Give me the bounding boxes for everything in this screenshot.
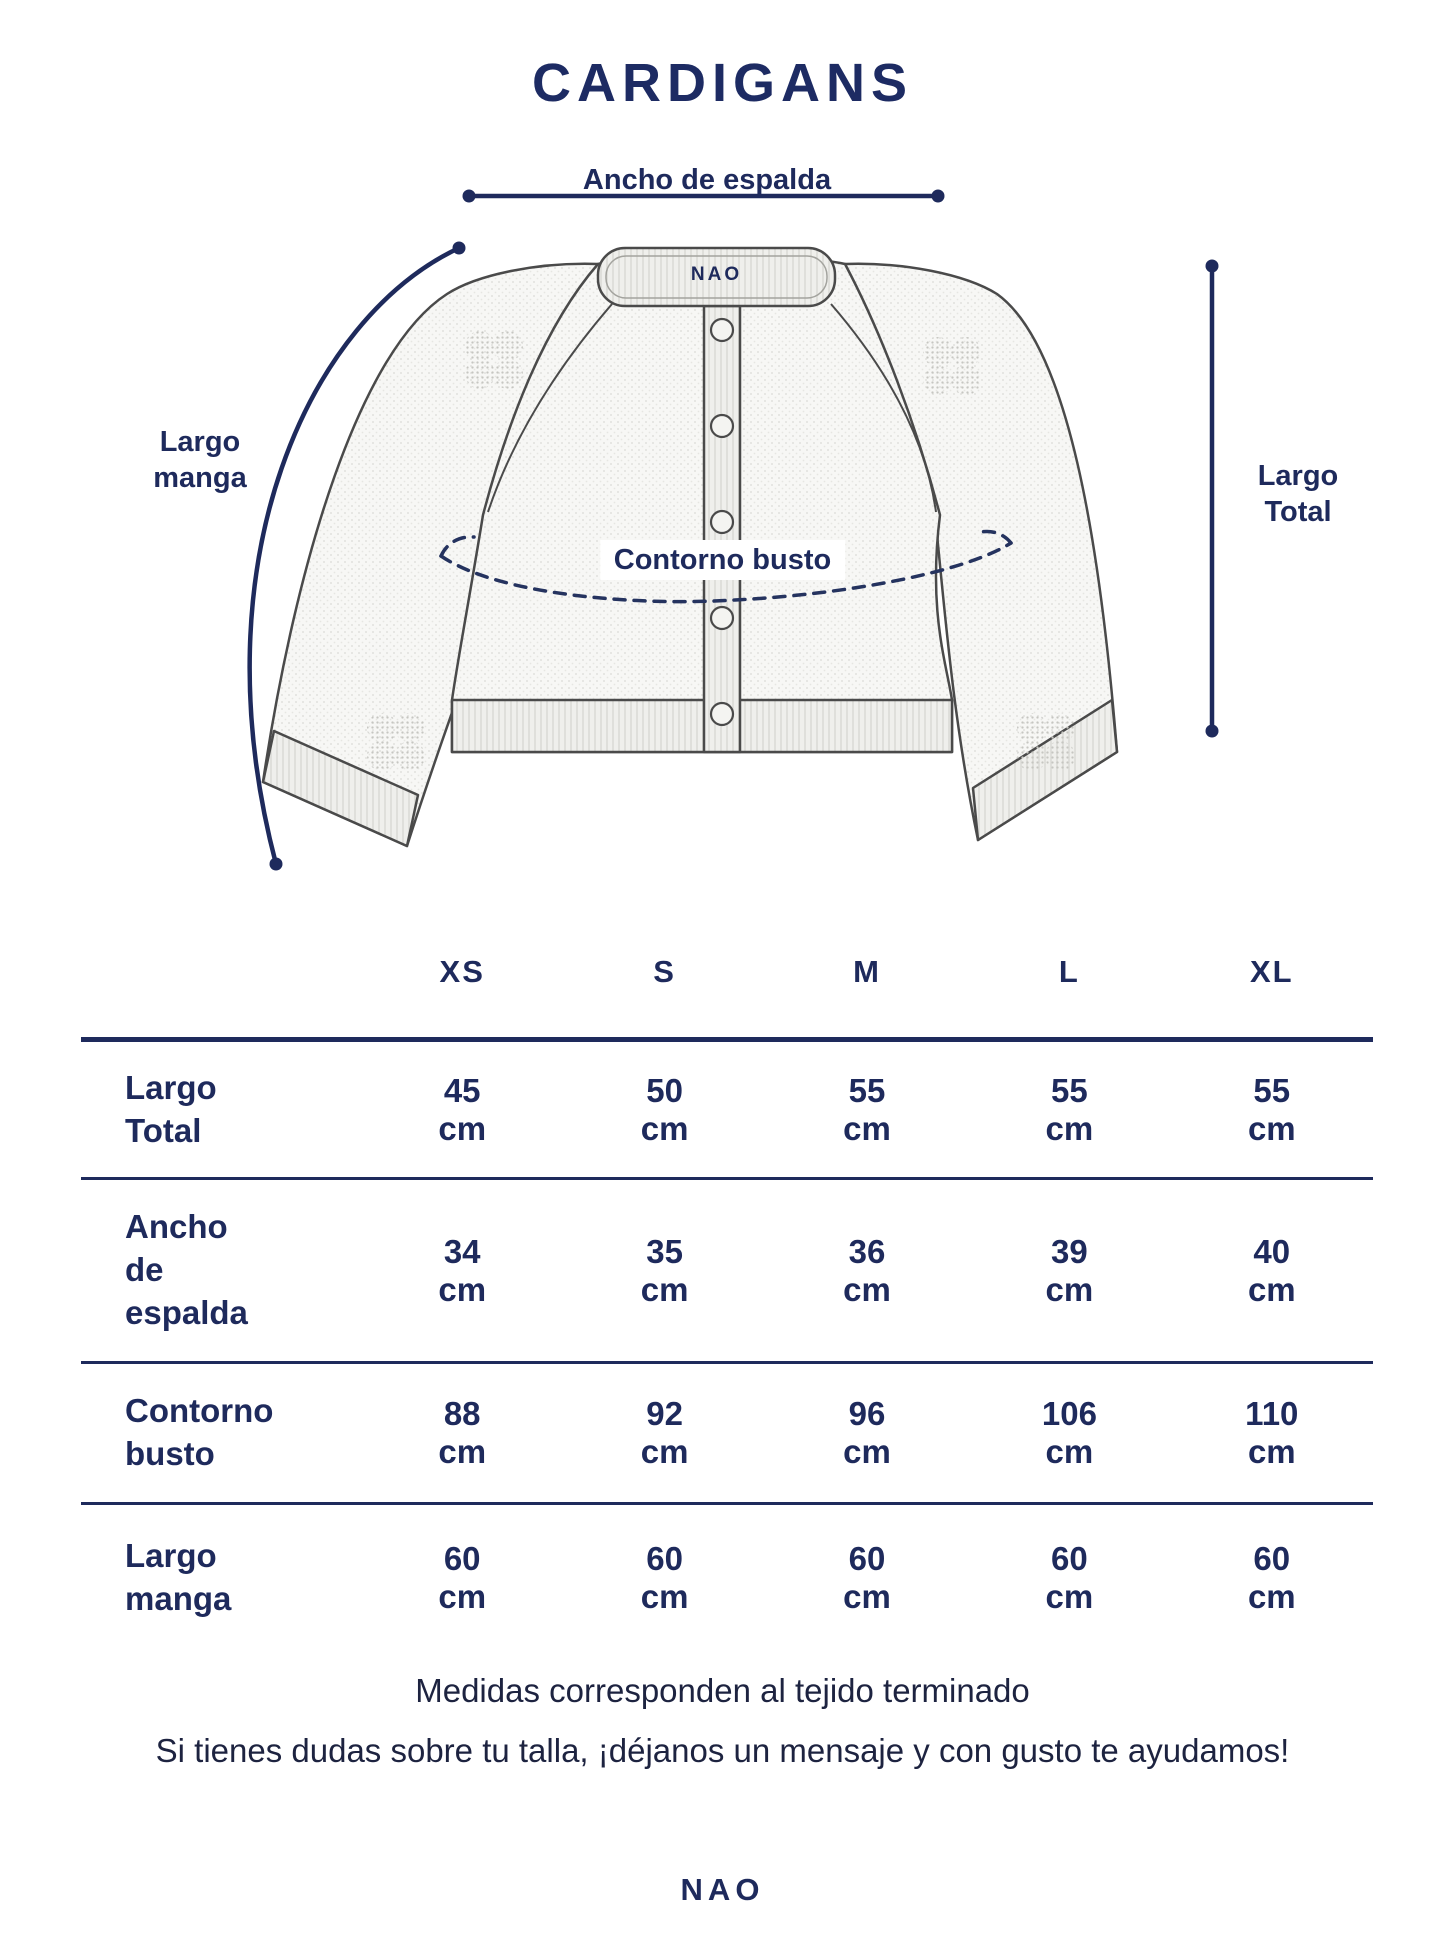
left-cuff xyxy=(261,729,420,848)
right-raglan-seam xyxy=(830,303,937,513)
size-unit: cm xyxy=(1045,1270,1094,1308)
bust-label: Contorno busto xyxy=(599,540,846,581)
collar xyxy=(596,246,837,308)
size-value: 55 xyxy=(1051,1071,1088,1109)
size-unit: cm xyxy=(438,1109,487,1147)
size-value: 40 xyxy=(1253,1232,1291,1270)
size-column-m: M xyxy=(853,954,881,989)
size-value: 88 xyxy=(443,1395,481,1433)
size-column-xs: XS xyxy=(439,954,485,989)
size-unit: cm xyxy=(843,1577,891,1615)
size-unit: cm xyxy=(438,1433,487,1470)
sleeves xyxy=(261,262,1119,848)
size-value: 55 xyxy=(848,1071,886,1109)
size-unit: cm xyxy=(640,1577,689,1615)
size-unit: cm xyxy=(843,1109,891,1147)
page-title: CARDIGANS xyxy=(531,53,913,113)
brand-logo: NAO xyxy=(680,1872,765,1907)
size-value: 35 xyxy=(646,1232,683,1270)
size-value: 92 xyxy=(646,1395,683,1433)
size-unit: cm xyxy=(1045,1577,1094,1615)
size-value: 50 xyxy=(646,1071,683,1109)
size-unit: cm xyxy=(640,1109,689,1147)
sleeve-length-arc xyxy=(247,245,460,865)
size-unit: cm xyxy=(843,1433,891,1470)
size-unit: cm xyxy=(438,1577,487,1615)
size-unit: cm xyxy=(843,1270,891,1308)
row-label: Largo Total xyxy=(125,1068,217,1149)
size-unit: cm xyxy=(1045,1433,1094,1470)
size-column-xl: XL xyxy=(1249,954,1294,989)
collar-brand-label: NAO xyxy=(690,264,743,285)
back-width-label: Ancho de espalda xyxy=(582,164,832,196)
size-unit: cm xyxy=(1247,1433,1296,1470)
size-value: 60 xyxy=(848,1539,886,1577)
size-unit: cm xyxy=(1247,1109,1296,1147)
size-value: 39 xyxy=(1051,1232,1088,1270)
size-value: 36 xyxy=(848,1232,886,1270)
note-line-2: Si tienes dudas sobre tu talla, ¡déjanos… xyxy=(155,1732,1290,1769)
size-value: 60 xyxy=(443,1539,481,1577)
size-unit: cm xyxy=(1045,1109,1094,1147)
row-label: Contorno busto xyxy=(125,1392,274,1472)
size-unit: cm xyxy=(640,1433,689,1470)
size-value: 60 xyxy=(646,1539,683,1577)
hem-band xyxy=(450,698,954,754)
buttons xyxy=(709,317,735,727)
size-value: 60 xyxy=(1253,1539,1291,1577)
left-raglan-seam xyxy=(487,303,613,513)
size-value: 55 xyxy=(1253,1071,1291,1109)
size-value: 45 xyxy=(443,1071,481,1109)
row-label: Ancho de espalda xyxy=(125,1208,248,1331)
size-value: 110 xyxy=(1245,1395,1299,1433)
size-value: 60 xyxy=(1051,1539,1088,1577)
row-label: Largo manga xyxy=(125,1536,232,1617)
size-value: 106 xyxy=(1041,1395,1097,1433)
sleeve-length-label: Largo manga xyxy=(153,426,247,495)
size-unit: cm xyxy=(640,1270,689,1308)
bust-dashed-line xyxy=(439,529,1013,604)
note-line-1: Medidas corresponden al tejido terminado xyxy=(415,1672,1030,1709)
size-value: 34 xyxy=(443,1232,481,1270)
size-unit: cm xyxy=(1247,1577,1296,1615)
total-length-label: Largo Total xyxy=(1257,460,1339,529)
right-cuff xyxy=(971,698,1119,842)
clover-motifs xyxy=(367,331,1075,771)
size-column-s: S xyxy=(653,954,676,989)
size-unit: cm xyxy=(1247,1270,1296,1308)
measurement-lines xyxy=(247,189,1219,871)
corner-cell xyxy=(81,940,361,954)
size-unit: cm xyxy=(438,1270,487,1308)
size-table-header: XS S M L XL xyxy=(81,940,1373,1037)
size-column-l: L xyxy=(1058,954,1080,989)
size-value: 96 xyxy=(848,1395,886,1433)
